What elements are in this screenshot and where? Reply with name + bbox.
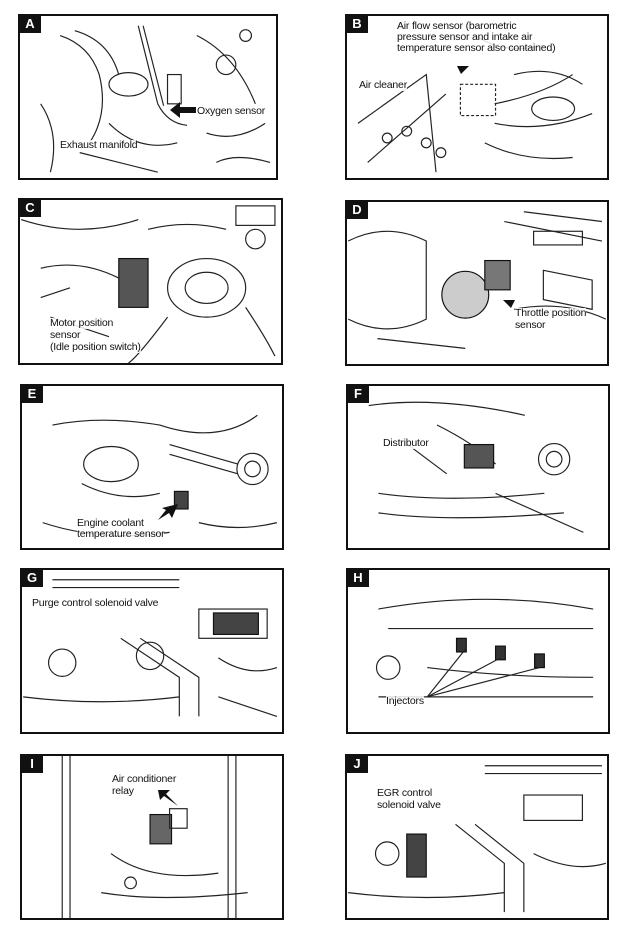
panel-f: F Distributor	[346, 384, 610, 550]
label-motor-position-line2: sensor	[50, 329, 81, 341]
engine-illustration-g	[23, 579, 278, 717]
label-egr-solenoid-line2: solenoid valve	[377, 799, 441, 811]
label-coolant-sensor-line1: Engine coolant	[77, 517, 144, 529]
black-arrow-icon	[158, 504, 178, 520]
label-air-flow-sensor-line1: Air flow sensor (barometric	[397, 20, 517, 32]
panel-letter-e: E	[22, 386, 43, 403]
panel-letter-a: A	[20, 16, 41, 33]
engine-illustration-d	[347, 211, 607, 349]
label-motor-position-line3: (Idle position switch)	[50, 341, 141, 353]
label-ac-relay-line1: Air conditioner	[112, 773, 177, 785]
panel-letter-i: I	[22, 756, 43, 773]
panel-letter-h: H	[348, 570, 369, 587]
panel-h: H Injectors	[346, 568, 610, 734]
engine-illustration-a	[40, 25, 271, 173]
panel-e: E Engine coolant temperature sensor	[20, 384, 284, 550]
black-arrow-icon	[170, 102, 196, 118]
panel-b: B Air flow sensor (barometric pressure s…	[345, 14, 609, 180]
engine-illustration-f	[368, 401, 584, 533]
label-oxygen-sensor: Oxygen sensor	[197, 105, 266, 117]
label-injectors: Injectors	[386, 695, 424, 707]
panel-g: G Purge control solenoid valve	[20, 568, 284, 734]
label-coolant-sensor-line2: temperature sensor	[77, 528, 165, 540]
label-egr-solenoid-line1: EGR control	[377, 787, 432, 799]
engine-illustration-h	[375, 598, 594, 698]
label-air-cleaner: Air cleaner	[359, 79, 407, 91]
panel-letter-j: J	[347, 756, 368, 773]
label-ac-relay-line2: relay	[112, 785, 134, 797]
panel-d: D Throttle position sensor	[345, 200, 609, 366]
label-air-flow-sensor-line3: temperature sensor also contained)	[397, 42, 556, 54]
engine-illustration-j	[348, 765, 606, 913]
panel-i: I Air conditioner relay	[20, 754, 284, 920]
panel-letter-g: G	[22, 570, 43, 587]
panel-letter-f: F	[348, 386, 369, 403]
engine-illustration-b	[357, 35, 593, 173]
label-purge-solenoid: Purge control solenoid valve	[32, 597, 159, 609]
label-throttle-position-line1: Throttle position	[515, 307, 587, 319]
black-arrow-icon	[495, 300, 515, 320]
panel-letter-d: D	[347, 202, 368, 219]
engine-illustration-e	[42, 414, 278, 537]
panel-a: A Oxygen sensor Exhaust manifold	[18, 14, 278, 180]
black-arrow-icon	[457, 66, 477, 86]
label-air-flow-sensor-line2: pressure sensor and intake air	[397, 31, 533, 43]
panel-j: J EGR control solenoid valve	[345, 754, 609, 920]
panel-letter-c: C	[20, 200, 41, 217]
label-motor-position-line1: Motor position	[50, 317, 114, 329]
panel-c: C Motor position sensor (Idle position s…	[18, 198, 283, 365]
panel-letter-b: B	[347, 16, 368, 33]
black-arrow-icon	[158, 790, 178, 806]
label-throttle-position-line2: sensor	[515, 319, 546, 331]
engine-illustration-c	[20, 205, 276, 363]
label-distributor: Distributor	[383, 437, 429, 449]
label-exhaust-manifold: Exhaust manifold	[60, 139, 138, 151]
engine-illustration-i	[61, 756, 248, 918]
